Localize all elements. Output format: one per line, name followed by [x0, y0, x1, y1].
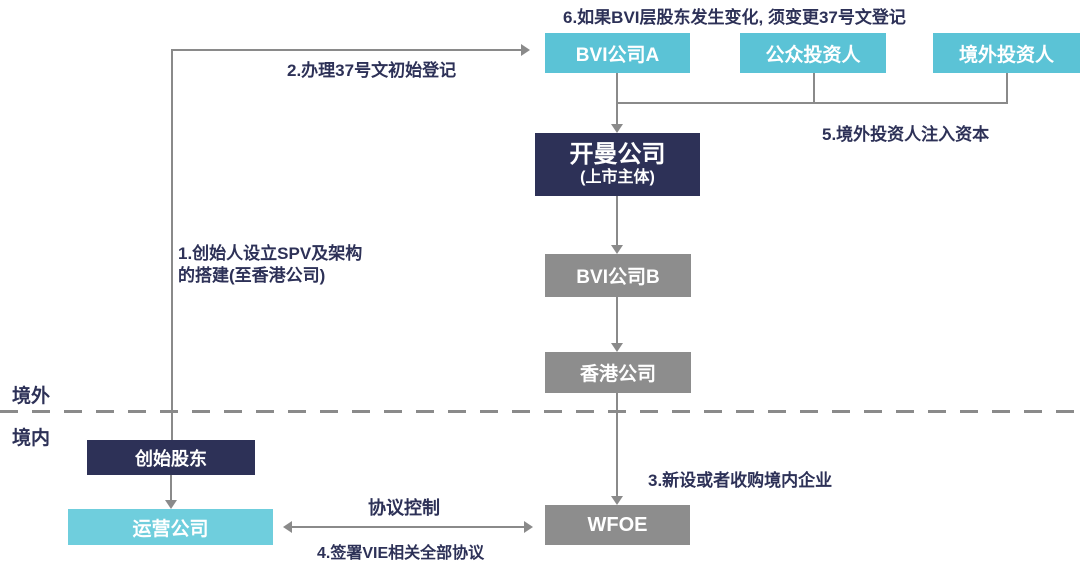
connector-overseas-investor-drop: [1006, 73, 1008, 104]
node-operating-company-label: 运营公司: [132, 518, 209, 540]
arrowhead-opco-icon: [165, 500, 177, 509]
label-step6: 6.如果BVI层股东发生变化, 须变更37号文登记: [563, 8, 906, 27]
node-hk-company: 香港公司: [545, 352, 691, 393]
connector-cayman-bvib: [616, 196, 618, 246]
arrowhead-hk-icon: [611, 343, 623, 352]
node-hk-company-label: 香港公司: [579, 364, 656, 385]
connector-investors-bar: [616, 102, 1008, 104]
node-wfoe-label: WFOE: [587, 513, 648, 536]
arrowhead-cayman-icon: [611, 124, 623, 133]
arrowhead-step2-right-icon: [521, 44, 530, 56]
connector-vie-control: [290, 526, 524, 528]
connector-founder-opco: [170, 475, 172, 501]
node-public-investor: 公众投资人: [740, 33, 886, 73]
node-public-investor-label: 公众投资人: [765, 44, 861, 66]
node-cayman-company: 开曼公司 (上市主体): [535, 133, 700, 196]
arrowhead-wfoe-icon: [611, 496, 623, 505]
arrowhead-vie-right-icon: [524, 521, 533, 533]
node-overseas-investor-label: 境外投资人: [958, 44, 1054, 66]
label-step2: 2.办理37号文初始登记: [287, 61, 457, 80]
connector-bvib-hk: [616, 297, 618, 344]
label-step1: 1.创始人设立SPV及架构 的搭建(至香港公司): [178, 243, 362, 287]
node-bvi-company-a-label: BVI公司A: [575, 44, 660, 66]
node-bvi-company-a: BVI公司A: [545, 33, 690, 73]
arrowhead-bvib-icon: [611, 245, 623, 254]
node-bvi-company-b-label: BVI公司B: [576, 267, 660, 288]
label-step1-line1: 1.创始人设立SPV及架构: [178, 244, 363, 263]
connector-hk-wfoe: [616, 393, 618, 497]
label-vie-control: 协议控制: [368, 498, 440, 518]
arrowhead-vie-left-icon: [283, 521, 292, 533]
connector-public-investor-drop: [813, 73, 815, 104]
node-bvi-company-b: BVI公司B: [545, 254, 691, 297]
node-founder-shareholder: 创始股东: [87, 440, 255, 475]
offshore-onshore-divider-line: [0, 410, 1080, 413]
node-overseas-investor: 境外投资人: [933, 33, 1080, 73]
label-step1-line2: 的搭建(至香港公司): [178, 266, 326, 285]
node-cayman-company-label: 开曼公司: [569, 141, 666, 168]
label-zone-onshore: 境内: [12, 428, 51, 449]
node-founder-shareholder-label: 创始股东: [135, 448, 207, 469]
label-step5: 5.境外投资人注入资本: [822, 125, 990, 144]
connector-step2-horizontal: [171, 49, 521, 51]
label-step4: 4.签署VIE相关全部协议: [317, 545, 485, 562]
label-step3: 3.新设或者收购境内企业: [648, 471, 833, 490]
node-operating-company: 运营公司: [68, 509, 273, 545]
connector-step2-vertical: [171, 49, 173, 440]
node-cayman-company-sublabel: (上市主体): [580, 169, 655, 186]
connector-bvia-cayman: [616, 73, 618, 124]
node-wfoe: WFOE: [545, 505, 690, 545]
label-zone-offshore: 境外: [12, 386, 51, 407]
